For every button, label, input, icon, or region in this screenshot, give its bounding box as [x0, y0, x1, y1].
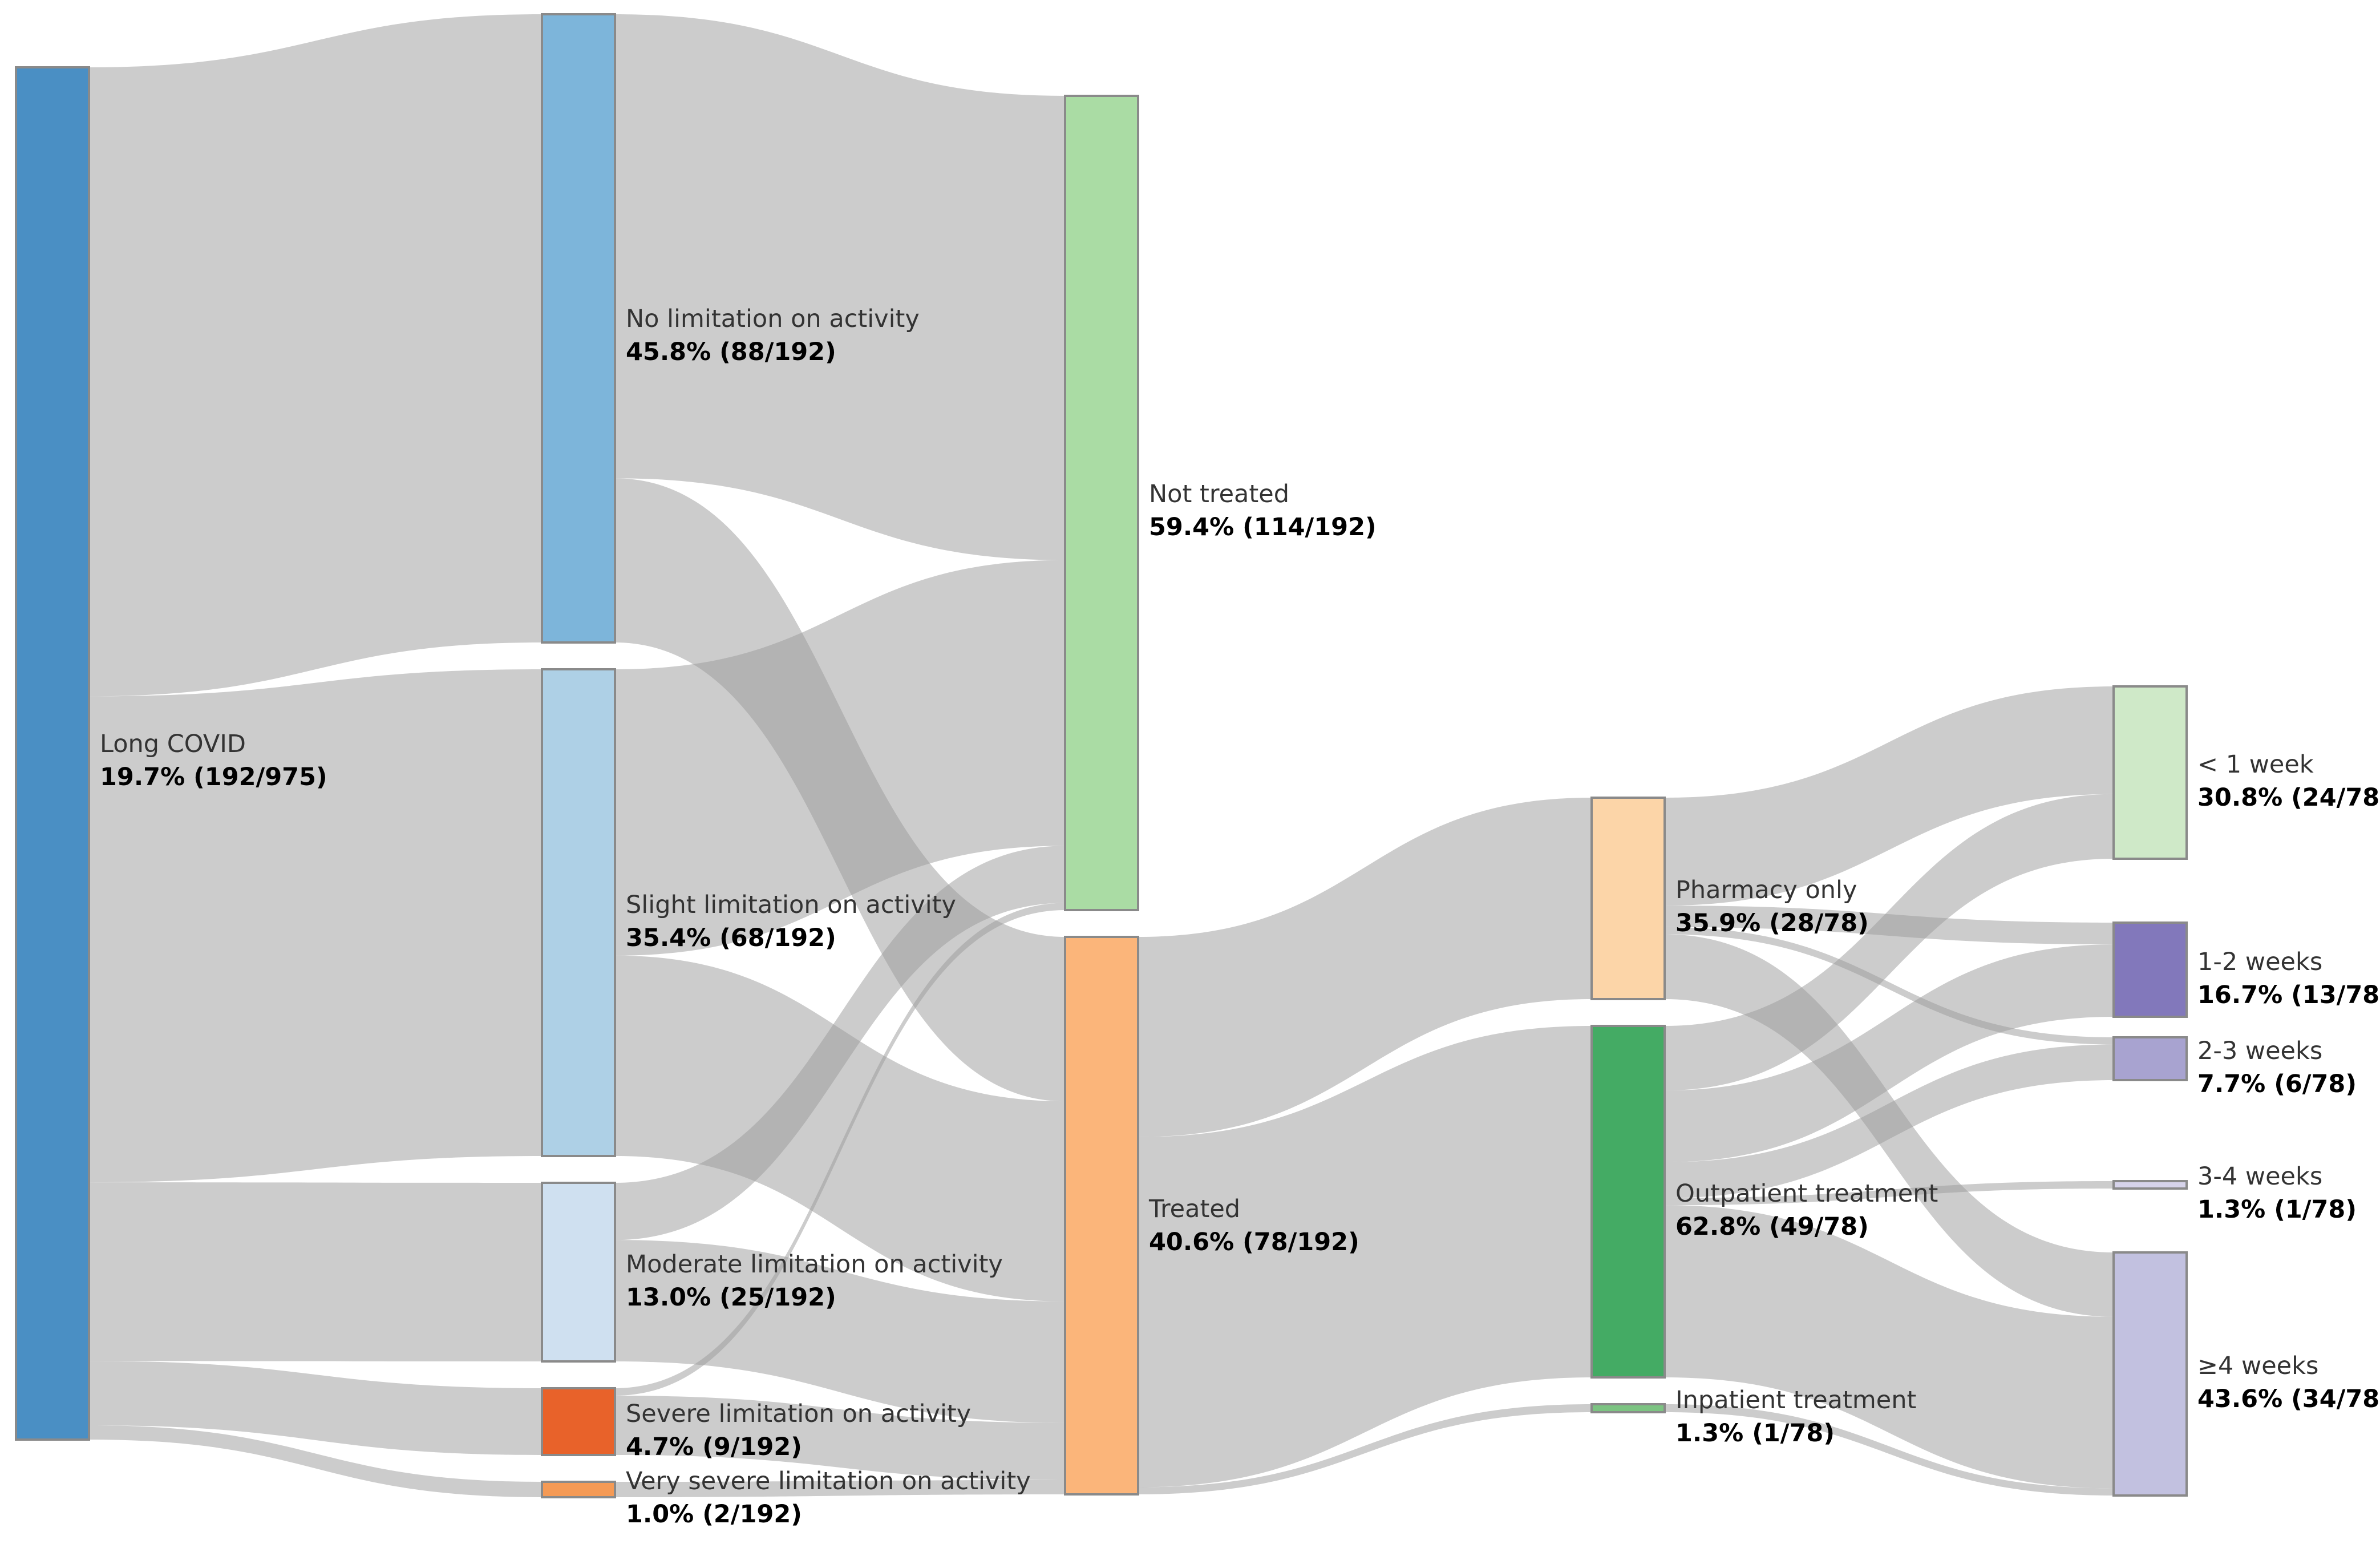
label-no_limit: No limitation on activity	[626, 305, 920, 333]
link-outpatient-to-w1_2	[1665, 944, 2114, 1162]
link-long_covid-to-very_severe_limit	[89, 1425, 542, 1497]
label-pharmacy: Pharmacy only	[1675, 876, 1857, 904]
link-treated-to-outpatient	[1138, 1026, 1592, 1488]
value-not_treated: 59.4% (114/192)	[1149, 513, 1377, 541]
node-pharmacy	[1590, 797, 1666, 1000]
link-long_covid-to-slight_limit	[89, 669, 542, 1183]
node-outpatient	[1590, 1025, 1666, 1379]
label-outpatient: Outpatient treatment	[1675, 1179, 1938, 1208]
link-outpatient-to-lt1w	[1665, 794, 2114, 1091]
value-w4plus: 43.6% (34/78)	[2197, 1385, 2380, 1413]
value-w1_2: 16.7% (13/78)	[2197, 981, 2380, 1009]
node-w4plus	[2112, 1251, 2188, 1497]
label-w3_4: 3-4 weeks	[2197, 1162, 2322, 1191]
value-no_limit: 45.8% (88/192)	[626, 338, 836, 366]
link-treated-to-pharmacy	[1138, 798, 1592, 1137]
link-moderate_limit-to-not_treated	[615, 846, 1065, 1240]
sankey-links	[89, 14, 2114, 1497]
value-outpatient: 62.8% (49/78)	[1675, 1212, 1869, 1241]
link-outpatient-to-w4plus	[1665, 1205, 2114, 1489]
link-long_covid-to-no_limit	[89, 14, 542, 697]
value-w3_4: 1.3% (1/78)	[2197, 1195, 2357, 1224]
node-w3_4	[2112, 1180, 2188, 1190]
link-severe_limit-to-treated	[615, 1396, 1065, 1480]
link-treated-to-inpatient	[1138, 1404, 1592, 1494]
link-long_covid-to-severe_limit	[89, 1361, 542, 1455]
node-moderate_limit	[541, 1182, 616, 1363]
value-inpatient: 1.3% (1/78)	[1675, 1419, 1835, 1448]
link-pharmacy-to-w2_3	[1665, 927, 2114, 1045]
label-lt1w: < 1 week	[2197, 750, 2314, 779]
label-moderate_limit: Moderate limitation on activity	[626, 1250, 1003, 1279]
label-long_covid: Long COVID	[100, 730, 246, 758]
node-inpatient	[1590, 1403, 1666, 1413]
link-very_severe_limit-to-treated	[615, 1480, 1065, 1497]
label-not_treated: Not treated	[1149, 480, 1289, 508]
value-slight_limit: 35.4% (68/192)	[626, 924, 836, 952]
label-treated: Treated	[1148, 1195, 1240, 1223]
label-inpatient: Inpatient treatment	[1675, 1386, 1916, 1414]
link-moderate_limit-to-treated	[615, 1240, 1065, 1423]
link-slight_limit-to-not_treated	[615, 560, 1065, 956]
node-slight_limit	[541, 668, 616, 1157]
link-pharmacy-to-lt1w	[1665, 686, 2114, 906]
value-moderate_limit: 13.0% (25/192)	[626, 1283, 836, 1312]
node-w2_3	[2112, 1036, 2188, 1081]
link-long_covid-to-moderate_limit	[89, 1182, 542, 1361]
label-w1_2: 1-2 weeks	[2197, 948, 2322, 976]
label-w2_3: 2-3 weeks	[2197, 1037, 2322, 1065]
sankey-nodes	[15, 13, 2188, 1498]
label-very_severe_limit: Very severe limitation on activity	[626, 1467, 1031, 1496]
label-slight_limit: Slight limitation on activity	[626, 891, 956, 919]
value-treated: 40.6% (78/192)	[1149, 1228, 1359, 1256]
value-pharmacy: 35.9% (28/78)	[1675, 909, 1869, 937]
node-treated	[1064, 936, 1139, 1496]
node-no_limit	[541, 13, 616, 644]
label-severe_limit: Severe limitation on activity	[626, 1400, 971, 1428]
node-very_severe_limit	[541, 1481, 616, 1498]
node-severe_limit	[541, 1387, 616, 1456]
node-not_treated	[1064, 95, 1139, 911]
value-long_covid: 19.7% (192/975)	[100, 763, 327, 791]
link-no_limit-to-not_treated	[615, 14, 1065, 560]
value-severe_limit: 4.7% (9/192)	[626, 1433, 802, 1461]
value-w2_3: 7.7% (6/78)	[2197, 1070, 2357, 1098]
value-very_severe_limit: 1.0% (2/192)	[626, 1500, 802, 1529]
link-slight_limit-to-treated	[615, 955, 1065, 1302]
link-inpatient-to-w4plus	[1665, 1404, 2114, 1496]
node-lt1w	[2112, 685, 2188, 860]
value-lt1w: 30.8% (24/78)	[2197, 783, 2380, 812]
label-w4plus: ≥4 weeks	[2197, 1352, 2318, 1380]
node-w1_2	[2112, 921, 2188, 1018]
node-long_covid	[15, 66, 90, 1441]
link-outpatient-to-w2_3	[1665, 1044, 2114, 1198]
link-severe_limit-to-not_treated	[615, 903, 1065, 1396]
sankey-labels: Long COVID 19.7% (192/975) No limitation o…	[100, 305, 2380, 1529]
link-outpatient-to-w3_4	[1665, 1181, 2114, 1206]
